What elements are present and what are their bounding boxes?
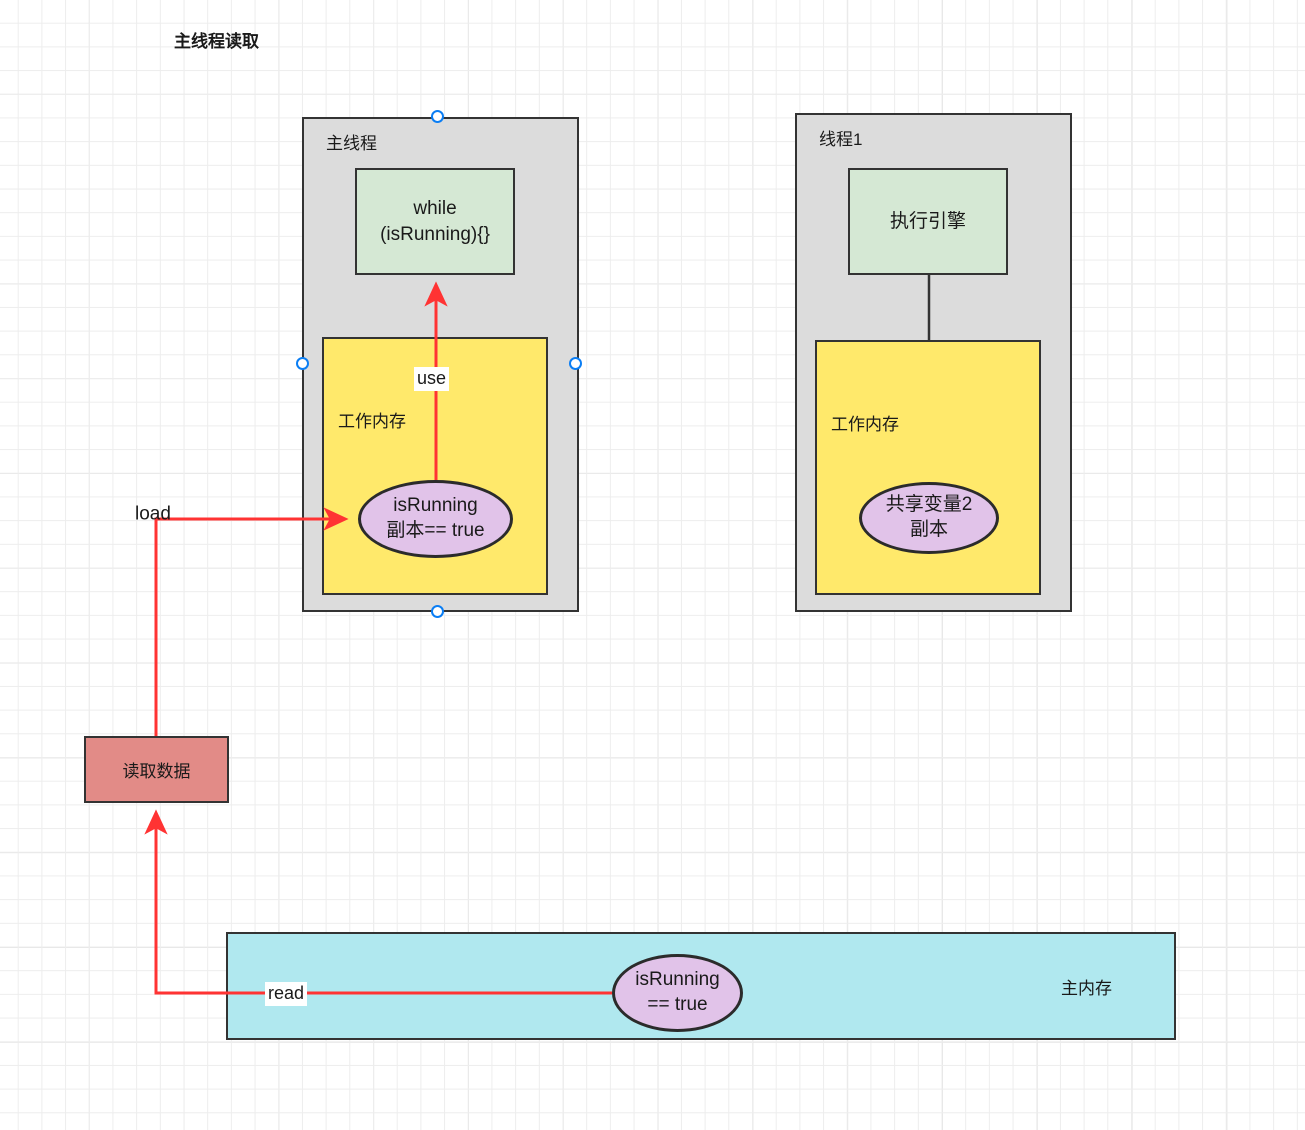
main-memory-label: 主内存	[1061, 978, 1112, 998]
selection-handle-top[interactable]	[431, 110, 444, 123]
thread1-engine-box[interactable]: 执行引擎	[848, 168, 1008, 275]
selection-handle-bottom[interactable]	[431, 605, 444, 618]
selection-handle-left[interactable]	[296, 357, 309, 370]
read-data-node[interactable]: 读取数据	[84, 736, 229, 803]
edge-label-use: use	[414, 367, 450, 391]
page-title: 主线程读取	[174, 32, 259, 51]
edge-label-read: read	[265, 982, 308, 1006]
main-thread-engine-box[interactable]: while (isRunning){}	[355, 168, 515, 275]
edge-label-load: load	[135, 503, 171, 525]
thread1-variable-ellipse[interactable]: 共享变量2 副本	[859, 482, 999, 554]
main-thread-working-memory-label: 工作内存	[338, 412, 406, 431]
thread1-label: 线程1	[819, 130, 863, 149]
selection-handle-right[interactable]	[569, 357, 582, 370]
thread1-working-memory-label: 工作内存	[831, 415, 899, 434]
thread1-working-memory-box[interactable]: 工作内存	[815, 340, 1041, 595]
main-thread-label: 主线程	[326, 134, 377, 153]
main-memory-variable-ellipse[interactable]: isRunning == true	[612, 954, 743, 1032]
main-thread-variable-ellipse[interactable]: isRunning 副本== true	[358, 480, 513, 558]
